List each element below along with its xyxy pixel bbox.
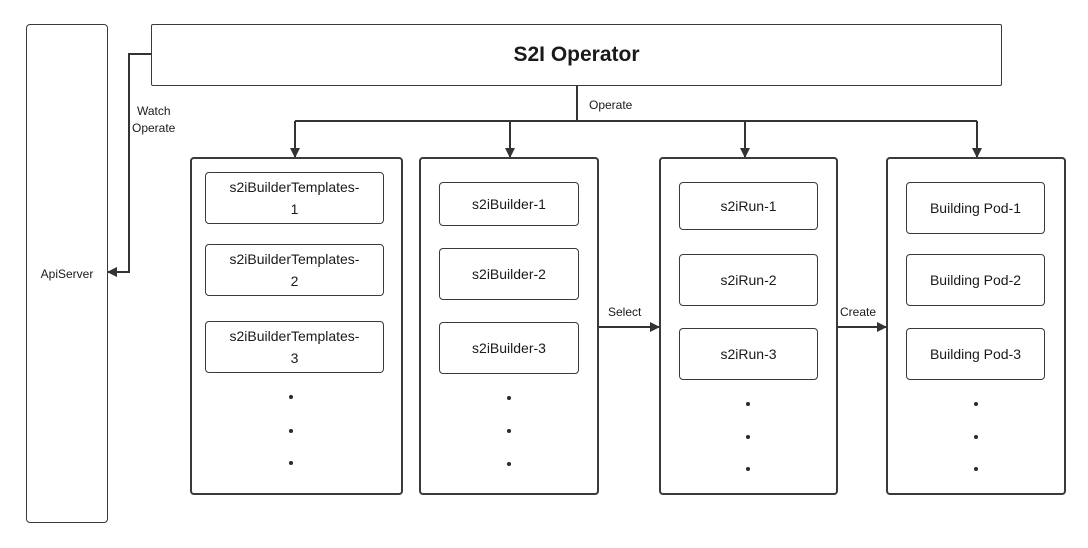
- ellipsis-dot: [974, 435, 978, 439]
- builder-2: s2iBuilder-2: [439, 248, 579, 300]
- builder-template-1-label: s2iBuilderTemplates- 1: [229, 179, 360, 217]
- run-3: s2iRun-3: [679, 328, 818, 380]
- ellipsis-dot: [746, 467, 750, 471]
- ellipsis-dot: [289, 429, 293, 433]
- ellipsis-dot: [746, 435, 750, 439]
- run-2: s2iRun-2: [679, 254, 818, 306]
- watch-operate-connector: [107, 53, 151, 277]
- run-1-label: s2iRun-1: [720, 198, 777, 214]
- select-label: Select: [608, 305, 642, 319]
- builder-template-3: s2iBuilderTemplates- 3: [205, 321, 384, 373]
- ellipsis-dot: [507, 396, 511, 400]
- watch-label: Watch: [137, 104, 171, 118]
- run-2-label: s2iRun-2: [720, 272, 777, 288]
- building-pod-2: Building Pod-2: [906, 254, 1045, 306]
- operator-title: S2I Operator: [513, 43, 640, 66]
- building-pod-1: Building Pod-1: [906, 182, 1045, 234]
- ellipsis-dot: [746, 402, 750, 406]
- builder-3-label: s2iBuilder-3: [472, 340, 546, 356]
- ellipsis-dot: [507, 429, 511, 433]
- building-pod-3: Building Pod-3: [906, 328, 1045, 380]
- ellipsis-dot: [974, 402, 978, 406]
- builder-1-label: s2iBuilder-1: [472, 196, 546, 212]
- ellipsis-dot: [289, 395, 293, 399]
- builder-3: s2iBuilder-3: [439, 322, 579, 374]
- run-1: s2iRun-1: [679, 182, 818, 230]
- builder-template-1: s2iBuilderTemplates- 1: [205, 172, 384, 224]
- s2i-operator-box: S2I Operator: [151, 24, 1002, 86]
- ellipsis-dot: [974, 467, 978, 471]
- ellipsis-dot: [507, 462, 511, 466]
- create-label: Create: [840, 305, 877, 319]
- builder-template-2-label: s2iBuilderTemplates- 2: [229, 251, 360, 289]
- api-server-box: ApiServer: [26, 24, 108, 523]
- run-3-label: s2iRun-3: [720, 346, 777, 362]
- api-server-label: ApiServer: [40, 266, 94, 281]
- building-pod-3-label: Building Pod-3: [929, 346, 1022, 362]
- operate-label: Operate: [589, 98, 633, 112]
- building-pod-2-label: Building Pod-2: [929, 272, 1022, 288]
- builder-template-2: s2iBuilderTemplates- 2: [205, 244, 384, 296]
- building-pod-1-label: Building Pod-1: [929, 200, 1022, 216]
- builder-1: s2iBuilder-1: [439, 182, 579, 226]
- watch-operate-label: Operate: [132, 121, 176, 135]
- builder-template-3-label: s2iBuilderTemplates- 3: [229, 328, 360, 366]
- builder-2-label: s2iBuilder-2: [472, 266, 546, 282]
- ellipsis-dot: [289, 461, 293, 465]
